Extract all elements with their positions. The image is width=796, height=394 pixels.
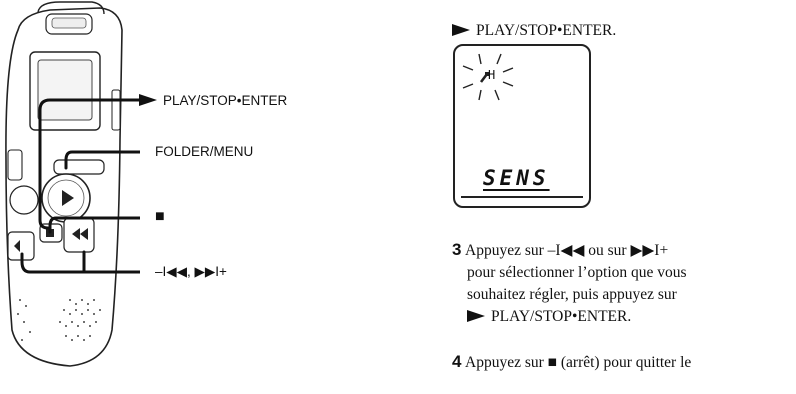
- step-4-line-1: Appuyez sur ■ (arrêt) pour quitter le: [465, 354, 692, 371]
- folder-menu-label: FOLDER/MENU: [155, 144, 254, 159]
- skip-buttons-label: –I◀◀, ▶▶I+: [155, 264, 227, 279]
- play-triangle-icon: [452, 24, 470, 36]
- step-3-number: 3: [452, 240, 462, 259]
- ic-recorder-illustration: [5, 1, 140, 367]
- step-3-line-1: Appuyez sur –I◀◀ ou sur ▶▶I+: [465, 242, 669, 259]
- step-3-line-4: PLAY/STOP•ENTER.: [467, 306, 631, 327]
- lcd-baseline: [461, 196, 583, 198]
- stop-button-label: ■: [155, 208, 165, 226]
- lcd-main-text: SENS: [483, 166, 550, 190]
- play-stop-enter-label: PLAY/STOP•ENTER: [139, 93, 287, 108]
- microphone-sensitivity-icon: [462, 53, 514, 101]
- step-3-line-3: souhaitez régler, puis appuyez sur: [467, 286, 677, 303]
- play-triangle-icon: [139, 94, 157, 106]
- top-instruction-line: PLAY/STOP•ENTER.: [452, 20, 616, 41]
- lcd-indicator: H: [488, 68, 496, 82]
- stop-square-icon: ■: [155, 208, 165, 225]
- play-triangle-icon: [467, 310, 485, 322]
- lcd-display: H SENS: [453, 44, 591, 208]
- step-3-line-2: pour sélectionner l’option que vous: [467, 264, 687, 281]
- step-4-number: 4: [452, 352, 462, 371]
